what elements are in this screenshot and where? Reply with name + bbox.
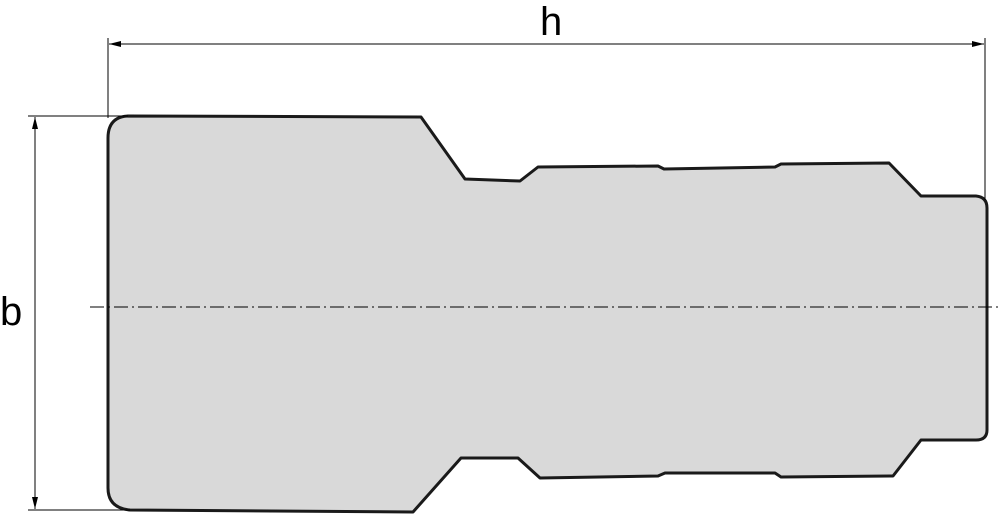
dimension-label-b: b — [0, 290, 23, 334]
part-profile — [106, 114, 989, 514]
dimension-label-h: h — [540, 0, 563, 44]
